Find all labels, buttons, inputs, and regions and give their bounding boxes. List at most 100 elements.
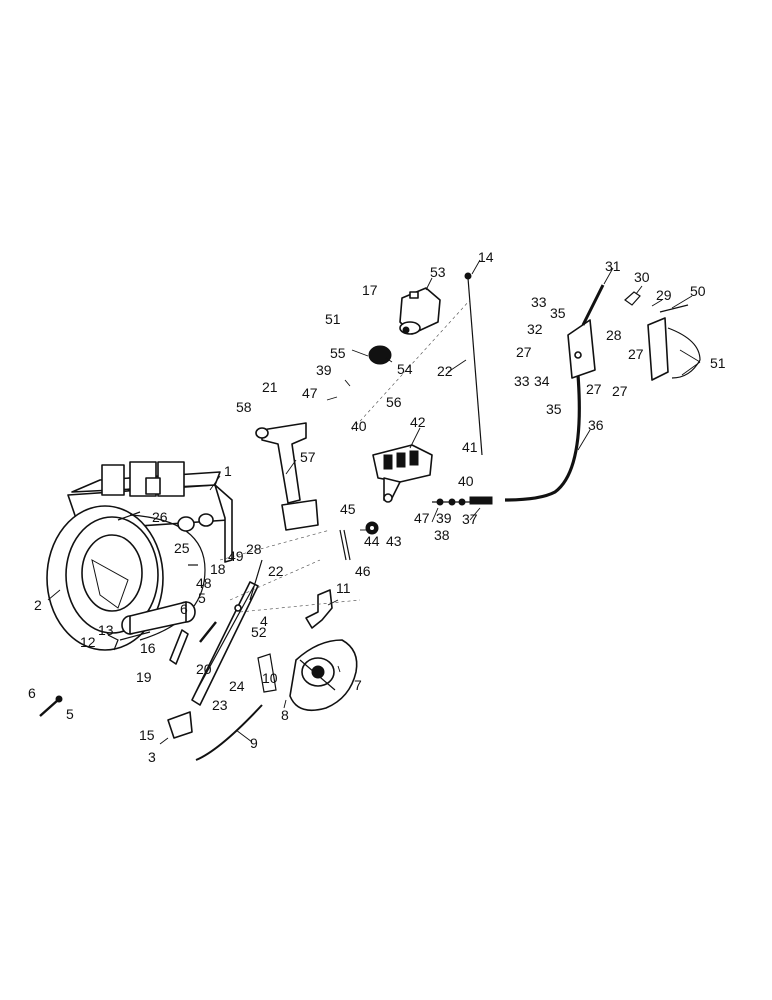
callout-22: 22: [268, 563, 284, 579]
callout-28: 28: [606, 327, 622, 343]
callout-40: 40: [458, 473, 474, 489]
callout-37: 37: [462, 511, 478, 527]
callout-3: 3: [148, 749, 156, 765]
callout-32: 32: [527, 321, 543, 337]
leader-lines: [47, 259, 701, 745]
callout-57: 57: [300, 449, 316, 465]
callout-28: 28: [246, 541, 262, 557]
callout-33: 33: [514, 373, 530, 389]
callout-40: 40: [351, 418, 367, 434]
part-36-cable: [432, 374, 581, 506]
callout-labels: 14 53 17 51 55 54 39 47 56 40 21 58 22 4…: [28, 249, 726, 765]
part-53-reservoir: [399, 287, 441, 335]
callout-6: 6: [28, 685, 36, 701]
callout-33: 33: [531, 294, 547, 310]
callout-29: 29: [656, 287, 672, 303]
part-10-link: [257, 653, 277, 693]
callout-34: 34: [534, 373, 550, 389]
part-22-rod: [464, 272, 483, 456]
callout-6: 6: [180, 601, 188, 617]
callout-52: 52: [251, 624, 267, 640]
callout-47: 47: [302, 385, 318, 401]
callout-27: 27: [628, 346, 644, 362]
part-50-plate: [647, 304, 701, 381]
callout-2: 2: [34, 597, 42, 613]
callout-27: 27: [612, 383, 628, 399]
callout-27: 27: [516, 344, 532, 360]
callout-5: 5: [66, 706, 74, 722]
callout-45: 45: [340, 501, 356, 517]
callout-54: 54: [397, 361, 413, 377]
part-6-bolt-left: [39, 695, 63, 717]
callout-26: 26: [152, 509, 168, 525]
callout-30: 30: [634, 269, 650, 285]
callout-58: 58: [236, 399, 252, 415]
callout-27: 27: [586, 381, 602, 397]
callout-25: 25: [174, 540, 190, 556]
part-lower-rollers: [121, 601, 196, 635]
part-9-brake-line: [195, 704, 263, 761]
part-11-bracket: [305, 589, 333, 629]
callout-23: 23: [212, 697, 228, 713]
callout-48: 48: [196, 575, 212, 591]
part-7-backing-plate: [289, 639, 358, 712]
callout-1: 1: [224, 463, 232, 479]
callout-31: 31: [605, 258, 621, 274]
callout-19: 19: [136, 669, 152, 685]
part-6-bolt-mid: [199, 621, 217, 643]
callout-51: 51: [325, 311, 341, 327]
callout-4: 4: [260, 613, 268, 629]
callout-47: 47: [414, 510, 430, 526]
callout-7: 7: [354, 677, 362, 693]
part-4-rod: [191, 581, 259, 706]
callout-49: 49: [228, 548, 244, 564]
callout-16: 16: [140, 640, 156, 656]
callout-41: 41: [462, 439, 478, 455]
callout-39: 39: [316, 362, 332, 378]
part-26-roller: [177, 513, 214, 532]
alignment-lines: [219, 299, 471, 613]
part-22-lower-rod: [249, 559, 263, 601]
callout-8: 8: [281, 707, 289, 723]
part-2-drum: [46, 505, 206, 651]
callout-44: 44: [364, 533, 380, 549]
callout-42: 42: [410, 414, 426, 430]
callout-56: 56: [386, 394, 402, 410]
part-15-bracket: [167, 711, 193, 739]
part-13-clip: [107, 634, 119, 651]
part-31-lever: [567, 284, 605, 379]
callout-10: 10: [262, 670, 278, 686]
callout-53: 53: [430, 264, 446, 280]
callout-12: 12: [80, 634, 96, 650]
callout-11: 11: [336, 580, 351, 596]
callout-46: 46: [355, 563, 371, 579]
callout-24: 24: [229, 678, 245, 694]
callout-18: 18: [210, 561, 226, 577]
callout-35: 35: [550, 305, 566, 321]
callout-35: 35: [546, 401, 562, 417]
callout-15: 15: [139, 727, 155, 743]
callout-39: 39: [436, 510, 452, 526]
part-54-boot: [368, 345, 392, 365]
callout-20: 20: [196, 661, 212, 677]
callout-5: 5: [198, 590, 206, 606]
part-44-clevis: [365, 521, 379, 535]
callout-21: 21: [262, 379, 278, 395]
callout-51: 51: [710, 355, 726, 371]
part-57-pedal: [255, 422, 319, 531]
callout-17: 17: [362, 282, 378, 298]
part-42-master-cylinder: [372, 444, 433, 503]
callout-9: 9: [250, 735, 258, 751]
part-19-lever: [169, 629, 189, 665]
callout-50: 50: [690, 283, 706, 299]
callout-43: 43: [386, 533, 402, 549]
callout-22: 22: [437, 363, 453, 379]
part-46-pin: [339, 529, 351, 561]
callout-36: 36: [588, 417, 604, 433]
callout-55: 55: [330, 345, 346, 361]
callout-13: 13: [98, 622, 114, 638]
part-30-clip: [624, 291, 641, 306]
callout-38: 38: [434, 527, 450, 543]
callout-14: 14: [478, 249, 494, 265]
